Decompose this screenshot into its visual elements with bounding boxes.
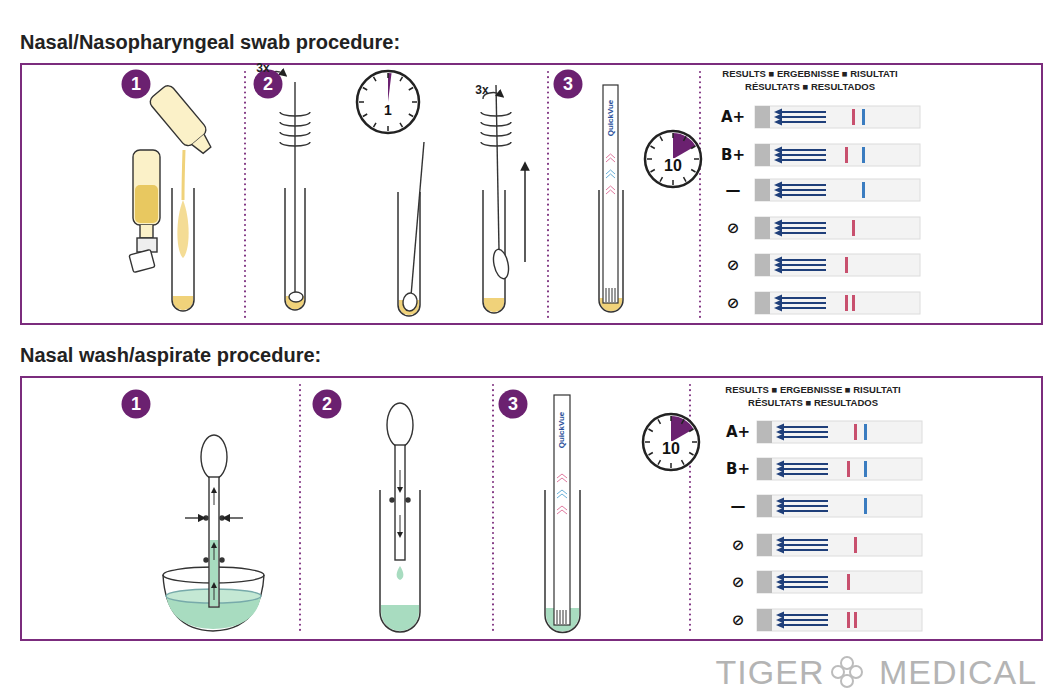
result-strip bbox=[757, 534, 922, 556]
repeat-count: 3x bbox=[475, 84, 488, 96]
test-tube bbox=[398, 192, 420, 316]
step-number: 2 bbox=[263, 74, 273, 95]
step-badge: 3 bbox=[498, 389, 528, 419]
result-symbol: ⊘ bbox=[727, 221, 740, 236]
result-symbol: ⊘ bbox=[732, 575, 745, 590]
swab bbox=[481, 85, 525, 280]
results-heading: RESULTS ■ ERGEBNISSE ■ RISULTATI bbox=[725, 385, 900, 395]
result-strip bbox=[755, 106, 920, 128]
step-badge: 1 bbox=[121, 389, 151, 419]
watermark: TIGER bbox=[716, 655, 825, 689]
timer-minutes: 10 bbox=[661, 441, 681, 457]
procedure-panel: Nasal wash/aspirate procedure:12310 bbox=[20, 376, 1043, 641]
result-symbol: — bbox=[731, 499, 746, 514]
result-strip bbox=[755, 144, 920, 166]
watermark: MEDICAL bbox=[879, 655, 1037, 689]
step-number: 3 bbox=[563, 74, 573, 95]
result-strip bbox=[757, 458, 922, 480]
step-badge: 1 bbox=[121, 69, 151, 99]
brand-mark: QuickVue bbox=[558, 412, 566, 449]
procedure-panel: Nasal/Nasopharyngeal swab procedure:1213… bbox=[20, 63, 1043, 325]
results-heading: RÉSULTATS ■ RESULTADOS bbox=[745, 82, 875, 92]
result-strip bbox=[755, 179, 920, 201]
result-strip bbox=[755, 254, 920, 276]
result-symbol: B+ bbox=[726, 462, 750, 477]
reagent-drop bbox=[177, 200, 188, 258]
test-strip bbox=[603, 85, 618, 303]
result-symbol: ⊘ bbox=[727, 296, 740, 311]
result-strip bbox=[755, 217, 920, 239]
timer-dial: 1 bbox=[355, 69, 421, 135]
pipette bbox=[387, 403, 413, 580]
timer-dial: 10 bbox=[643, 129, 703, 189]
reagent-bottles bbox=[129, 83, 218, 273]
pipette bbox=[185, 435, 243, 607]
swab bbox=[266, 72, 310, 302]
watermark-logo bbox=[832, 657, 862, 687]
results-heading: RESULTS ■ ERGEBNISSE ■ RISULTATI bbox=[722, 69, 897, 79]
step-number: 2 bbox=[322, 394, 332, 415]
result-strip bbox=[757, 495, 922, 517]
test-strip bbox=[554, 395, 570, 625]
repeat-count: 3x bbox=[256, 62, 269, 74]
results-heading: RÉSULTATS ■ RESULTADOS bbox=[748, 398, 878, 408]
result-strip bbox=[757, 571, 922, 593]
result-symbol: A+ bbox=[721, 110, 745, 125]
step-number: 3 bbox=[508, 394, 518, 415]
step-number: 1 bbox=[131, 394, 141, 415]
step-badge: 2 bbox=[312, 389, 342, 419]
result-symbol: ⊘ bbox=[732, 613, 745, 628]
timer-minutes: 1 bbox=[383, 103, 393, 117]
result-symbol: A+ bbox=[726, 425, 750, 440]
result-strip bbox=[755, 292, 920, 314]
timer-dial bbox=[355, 69, 421, 135]
result-symbol: ⊘ bbox=[727, 258, 740, 273]
panel-heading: Nasal wash/aspirate procedure: bbox=[20, 344, 321, 367]
timer-dial: 10 bbox=[641, 412, 701, 472]
test-tube bbox=[172, 188, 194, 311]
result-symbol: B+ bbox=[721, 148, 745, 163]
step-number: 1 bbox=[131, 74, 141, 95]
result-symbol: — bbox=[726, 183, 741, 198]
result-strip bbox=[757, 421, 922, 443]
panel-heading: Nasal/Nasopharyngeal swab procedure: bbox=[20, 31, 400, 54]
swab bbox=[402, 142, 424, 312]
result-strip bbox=[757, 609, 922, 631]
step-badge: 3 bbox=[553, 69, 583, 99]
brand-mark: QuickVue bbox=[607, 100, 615, 137]
result-symbol: ⊘ bbox=[732, 538, 745, 553]
timer-minutes: 10 bbox=[663, 158, 683, 174]
